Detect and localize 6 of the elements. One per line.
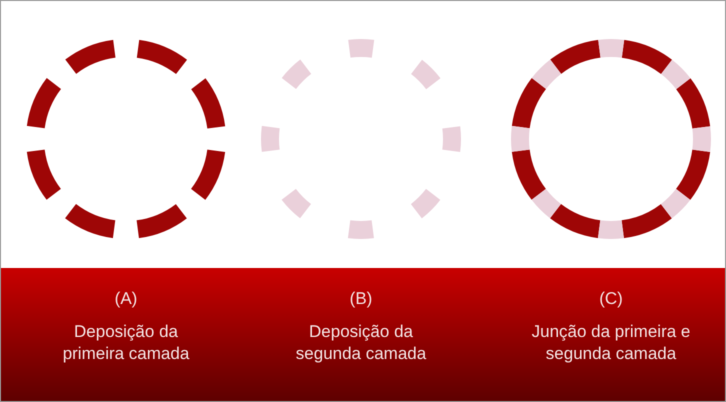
panel-caption: Deposição da segunda camada <box>294 321 428 365</box>
panel-caption: Junção da primeira e segunda camada <box>530 321 692 365</box>
panel-letter: (A) <box>114 288 138 310</box>
panel-letter: (B) <box>348 288 374 310</box>
panel-letter: (C) <box>598 288 624 310</box>
panel-caption: Deposição da primeira camada <box>62 321 190 365</box>
